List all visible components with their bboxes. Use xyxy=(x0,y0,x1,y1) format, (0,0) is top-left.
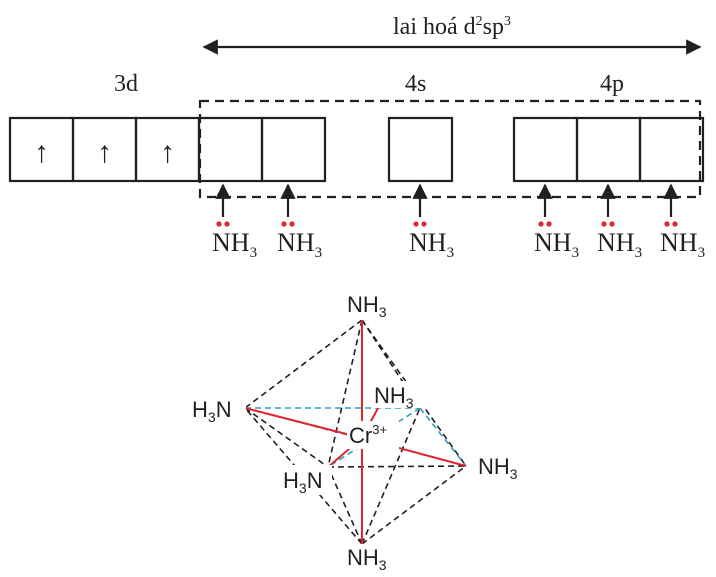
hybridization-range: lai hoá d2sp3 xyxy=(202,14,702,55)
lone-pair-dot xyxy=(609,221,615,227)
equatorial-edge xyxy=(419,407,467,467)
ligand-nh3-label: NH3 xyxy=(534,228,579,261)
ligand-nh3-label: NH3 xyxy=(212,228,257,261)
ligand-nh3-label: NH3 xyxy=(597,228,642,261)
orbital-box-4p-2 xyxy=(575,116,642,183)
complex-labels: NH3 H3N NH3 Cr3+ H3N NH3 NH3 xyxy=(192,292,518,573)
bond-left xyxy=(244,407,363,439)
octahedron-edge xyxy=(361,319,421,409)
ligand-left-label: H3N xyxy=(192,397,232,425)
octahedron-edge xyxy=(327,466,363,545)
subshell-label-3d: 3d xyxy=(114,71,138,97)
octahedral-complex: NH3 H3N NH3 Cr3+ H3N NH3 NH3 xyxy=(190,290,532,574)
label-backdrop xyxy=(282,465,332,495)
lone-pair-dot xyxy=(281,221,287,227)
hybrid-orbital-region xyxy=(198,99,702,199)
label-backgrounds xyxy=(190,290,532,574)
orbital-boxes xyxy=(8,116,705,183)
octahedron-edge xyxy=(244,407,329,468)
octahedron-edge xyxy=(361,407,421,545)
subshell-label-4p: 4p xyxy=(600,71,624,97)
octahedron-edge xyxy=(327,319,363,468)
label-backdrop xyxy=(190,393,246,423)
electron-up-arrow: ↑ xyxy=(160,136,175,169)
ligand-nh3-label: NH3 xyxy=(409,228,454,261)
lone-pair-dot xyxy=(224,221,230,227)
lone-pair-dot xyxy=(216,221,222,227)
electron-up-arrow: ↑ xyxy=(97,136,112,169)
ligand-donation-arrows xyxy=(215,183,679,217)
electron-up-arrow: ↑ xyxy=(34,136,49,169)
lone-pair-dot xyxy=(413,221,419,227)
octahedron-edges xyxy=(244,319,467,545)
subshell-label-4s: 4s xyxy=(405,71,426,97)
ligand-right-label: NH3 xyxy=(478,454,518,482)
orbital-box-4p-3 xyxy=(638,116,705,183)
ligand-nh3-label: NH3 xyxy=(277,228,322,261)
label-backdrop xyxy=(371,381,425,408)
ligand-front-label: H3N xyxy=(283,468,323,496)
label-backdrop xyxy=(347,421,399,449)
hybridization-label: lai hoá d2sp3 xyxy=(393,14,511,40)
lone-pair-dot xyxy=(664,221,670,227)
orbital-box-3d-5 xyxy=(260,116,327,183)
lone-pair-dot xyxy=(672,221,678,227)
lone-pair-dot xyxy=(421,221,427,227)
octahedron-edge xyxy=(361,465,467,545)
ligand-top-label: NH3 xyxy=(347,292,387,320)
lone-pair-dot xyxy=(601,221,607,227)
lone-pair-dot xyxy=(546,221,552,227)
lone-pair-dot xyxy=(289,221,295,227)
orbital-box-4p-1 xyxy=(512,116,579,183)
label-backdrop xyxy=(468,452,532,482)
octahedron-edge xyxy=(327,465,467,468)
orbital-box-3d-4 xyxy=(197,116,264,183)
label-backdrop xyxy=(344,544,408,574)
octahedron-edge xyxy=(244,319,363,409)
ligand-nh3-label: NH3 xyxy=(660,228,705,261)
label-backdrop xyxy=(344,290,408,320)
center-ion-label: Cr3+ xyxy=(349,422,387,448)
ligand-labels: NH3 NH3 NH3 NH3 NH3 NH3 xyxy=(212,228,705,261)
ligand-bottom-label: NH3 xyxy=(347,545,387,573)
ligand-back-label: NH3 xyxy=(374,383,414,411)
orbital-box-4s xyxy=(387,116,454,183)
lone-pair-dot xyxy=(538,221,544,227)
lone-pairs xyxy=(216,221,678,227)
